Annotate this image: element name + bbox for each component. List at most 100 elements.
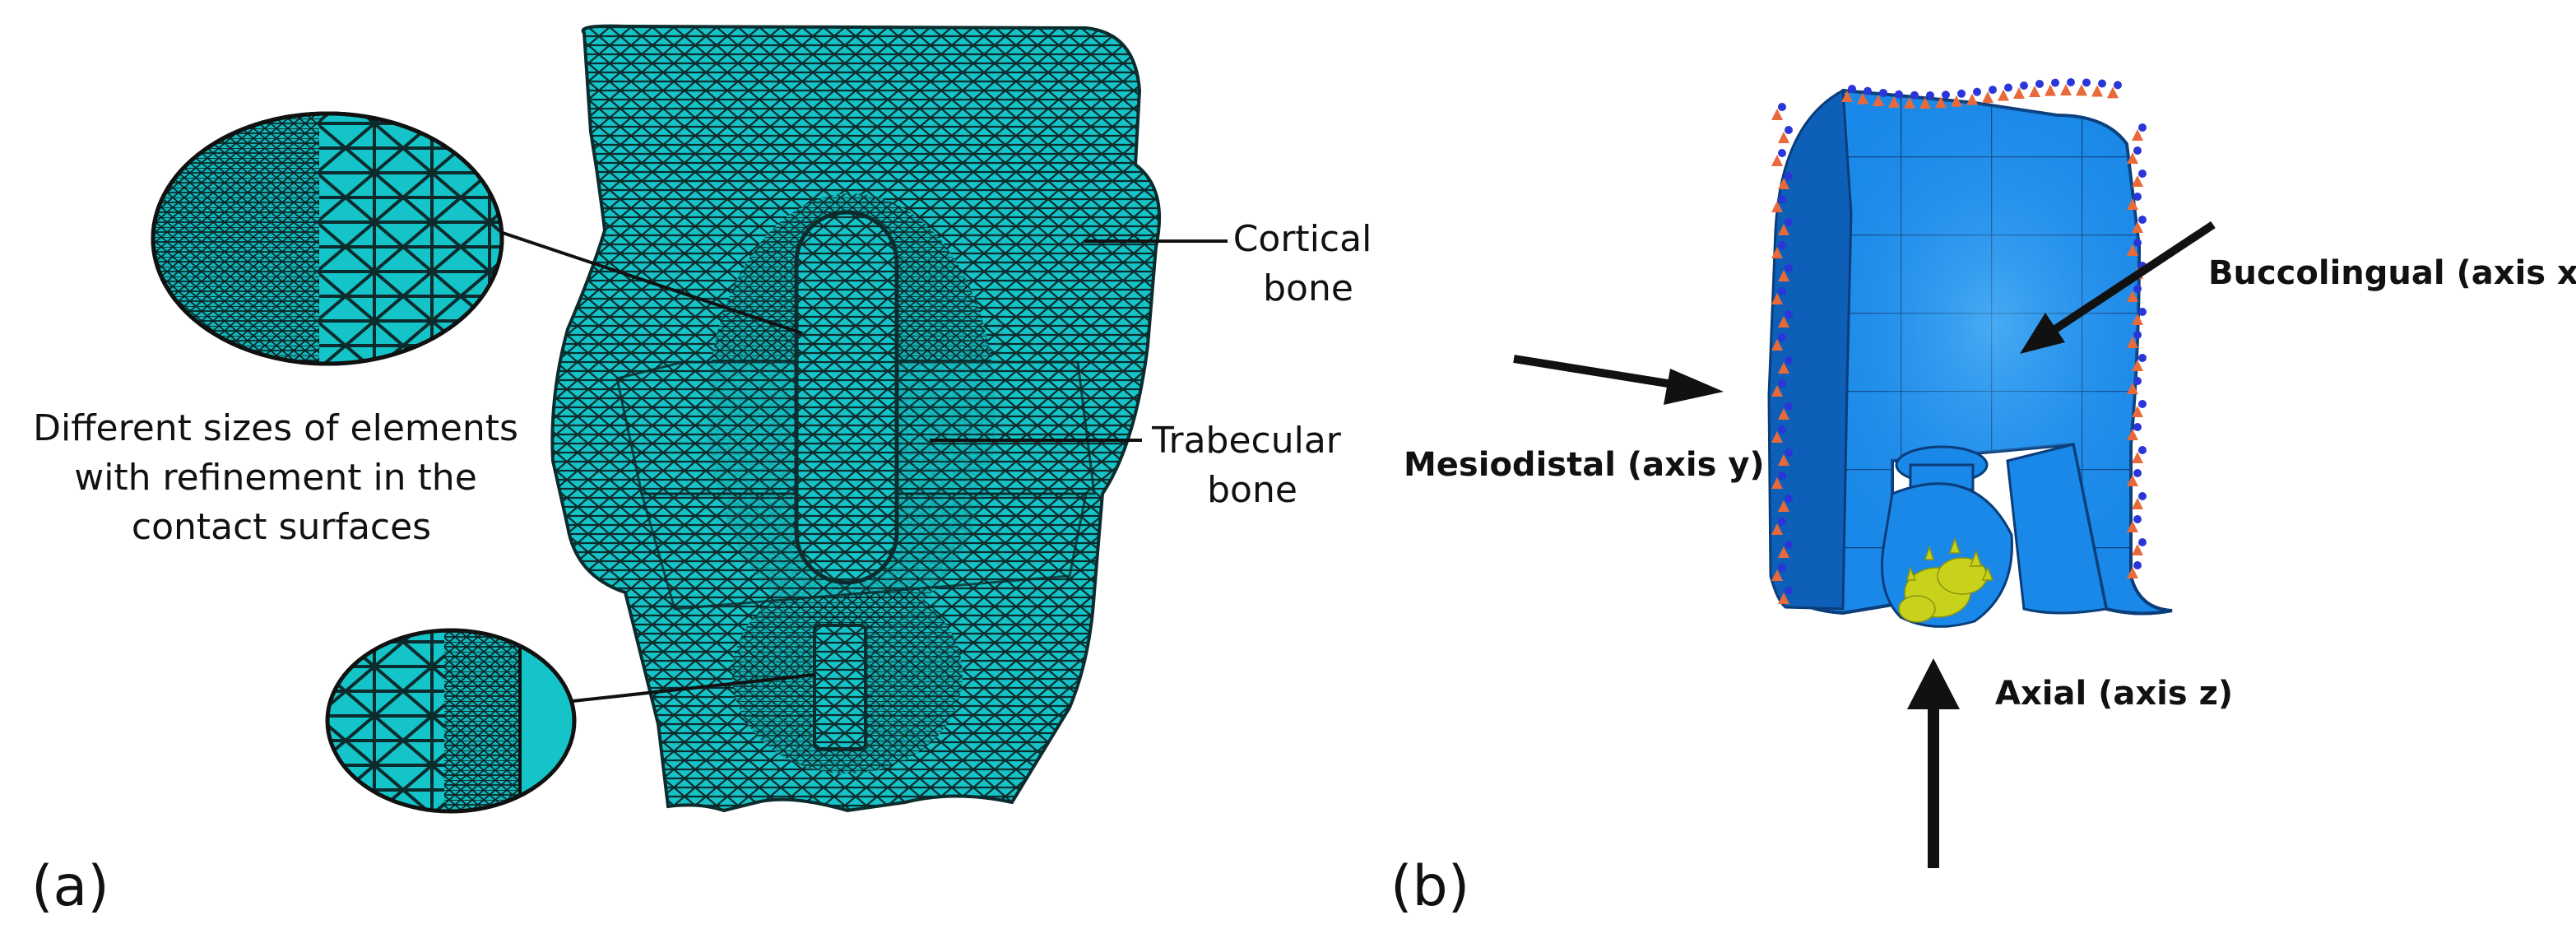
constraint-triangle: [2076, 84, 2087, 96]
constraint-dot: [1989, 86, 1997, 95]
constraint-dot: [2133, 423, 2142, 431]
arrow-buccolingual: [2020, 221, 2216, 354]
constraint-dot: [2133, 515, 2142, 523]
constraint-dot: [2133, 146, 2142, 155]
constraint-dot: [1778, 287, 1786, 295]
constraint-dot: [2133, 469, 2142, 477]
constraint-dot: [2004, 83, 2012, 92]
panel-letter-b: (b): [1390, 854, 1469, 919]
arrow-mesiodistal: [1513, 355, 1724, 405]
constraint-triangle: [2132, 406, 2143, 417]
constraint-triangle: [1778, 500, 1789, 512]
constraint-triangle: [2127, 244, 2138, 256]
constraint-dot: [2051, 78, 2059, 87]
constraint-dot: [1910, 91, 1919, 100]
constraint-dot: [2020, 81, 2028, 90]
constraint-triangle: [1778, 270, 1789, 281]
constraint-triangle: [1919, 96, 1931, 109]
load-cluster: [1898, 537, 1994, 623]
label-mesiodistal: Mesiodistal (axis y): [1404, 446, 1765, 484]
constraint-dot: [1973, 87, 1981, 96]
constraint-dot: [1778, 379, 1786, 388]
constraint-triangle: [2127, 198, 2138, 210]
constraint-triangle: [1771, 201, 1783, 212]
constraint-triangle: [1778, 132, 1789, 143]
constraint-triangle: [1778, 178, 1789, 189]
constraint-dot: [1785, 218, 1793, 226]
constraint-dot: [2138, 446, 2147, 454]
constraint-triangle: [2127, 290, 2138, 302]
constraint-dot: [1957, 89, 1966, 98]
constraint-triangle: [2132, 314, 2143, 325]
constraint-triangle: [1998, 89, 2009, 101]
constraint-triangle: [1966, 93, 1978, 105]
constraint-triangle: [2060, 84, 2072, 96]
constraint-dot: [1778, 564, 1786, 572]
constraint-dot: [2133, 193, 2142, 201]
constraint-triangle: [2091, 85, 2103, 97]
constraint-triangle: [1771, 339, 1783, 351]
constraint-dot: [2138, 123, 2147, 132]
constraint-dot: [1926, 91, 1934, 100]
constraint-dot: [2138, 308, 2147, 316]
constraint-triangle: [1771, 155, 1783, 166]
constraint-triangle: [2132, 221, 2143, 233]
constraint-dot: [1785, 264, 1793, 272]
label-axial: Axial (axis z): [1995, 675, 2233, 713]
constraint-triangle: [2127, 337, 2138, 348]
label-cortical: Cortical bone: [1233, 218, 1384, 309]
constraint-dot: [2082, 78, 2091, 87]
constraint-dot: [2114, 81, 2122, 90]
constraint-markers: [1771, 78, 2147, 604]
panel-b: Buccolingual (axis x) Mesiodistal (axis …: [1390, 78, 2576, 919]
crown-distal-leg: [2006, 443, 2108, 615]
constraint-dot: [2133, 285, 2142, 293]
constraint-dot: [2133, 331, 2142, 339]
constraint-triangle: [2132, 544, 2143, 555]
constraint-dot: [1864, 86, 1872, 95]
constraint-dot: [1785, 402, 1793, 411]
constraint-dot: [1778, 103, 1786, 111]
constraint-triangle: [1771, 385, 1783, 397]
implant-stem: [813, 624, 867, 750]
constraint-triangle: [2132, 452, 2143, 463]
panel-a: Cortical bone Trabecular bone Different …: [31, 24, 1384, 919]
constraint-triangle: [1778, 454, 1789, 466]
constraint-triangle: [2029, 85, 2040, 97]
constraint-dot: [1785, 495, 1793, 503]
constraint-triangle: [1857, 92, 1868, 105]
constraint-dot: [1778, 149, 1786, 157]
constraint-dot: [1778, 241, 1786, 249]
constraint-dot: [2138, 354, 2147, 362]
constraint-triangle: [1904, 96, 1915, 109]
constraint-triangle: [2132, 498, 2143, 509]
constraint-triangle: [1771, 247, 1783, 258]
constraint-dot: [2133, 239, 2142, 247]
constraint-dot: [2138, 538, 2147, 546]
constraint-dot: [1778, 333, 1786, 341]
constraint-dot: [1785, 541, 1793, 549]
constraint-dot: [2133, 377, 2142, 385]
label-trabecular: Trabecular bone: [1151, 420, 1353, 511]
constraint-dot: [1778, 195, 1786, 203]
constraint-dot: [1785, 172, 1793, 180]
constraint-triangle: [1888, 95, 1900, 108]
constraint-triangle: [2013, 86, 2025, 99]
constraint-dot: [1785, 587, 1793, 595]
constraint-triangle: [1778, 592, 1789, 604]
constraint-triangle: [1771, 431, 1783, 443]
constraint-triangle: [1778, 546, 1789, 558]
constraint-dot: [2138, 400, 2147, 408]
zoom-top: [151, 111, 504, 366]
label-elements: Different sizes of elements with refinem…: [33, 407, 530, 548]
constraint-triangle: [1771, 477, 1783, 489]
constraint-triangle: [2107, 86, 2119, 99]
constraint-dot: [2133, 561, 2142, 569]
constraint-triangle: [1771, 569, 1783, 581]
zoom-bottom: [325, 628, 577, 814]
constraint-triangle: [1778, 408, 1789, 420]
constraint-triangle: [2127, 521, 2138, 532]
implant-post: [794, 210, 899, 585]
constraint-triangle: [1778, 316, 1789, 327]
